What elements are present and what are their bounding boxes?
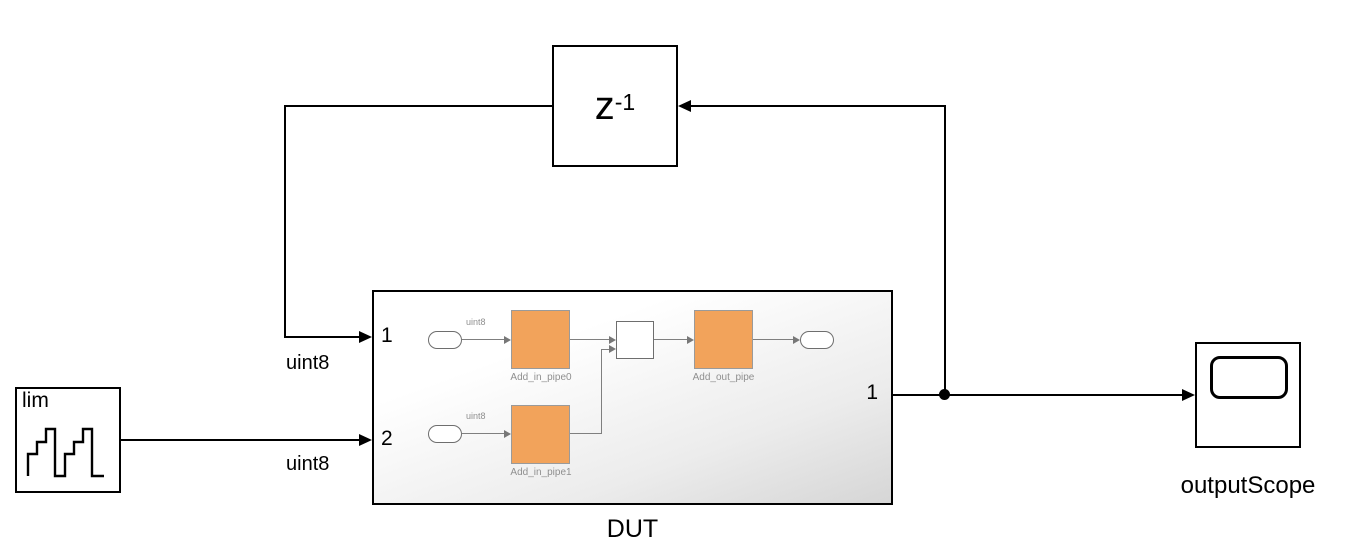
scope-block[interactable] (1195, 342, 1301, 448)
unit-delay-exponent-label: -1 (614, 88, 636, 115)
dut-port-in2-number: 2 (381, 427, 393, 450)
wire-dut-to-scope[interactable] (893, 394, 1183, 396)
inner-signal-label-2: uint8 (466, 411, 486, 421)
add-out-pipe-block (694, 310, 753, 369)
wire-delay-out-bottom[interactable] (284, 336, 360, 338)
scope-name-label[interactable]: outputScope (1180, 472, 1316, 499)
add-in-pipe0-block (511, 310, 570, 369)
inner-arrowhead-adder-in2 (609, 345, 616, 353)
inner-wire-pipe1-right (570, 433, 602, 434)
signal-type-label-in2: uint8 (286, 453, 330, 475)
outport-oval-icon (800, 331, 834, 349)
signal-type-label-in1: uint8 (286, 352, 330, 374)
inner-wire-to-outport (753, 339, 793, 340)
unit-delay-block[interactable]: z-1 (552, 45, 678, 167)
inner-wire-in1 (462, 339, 504, 340)
dut-port-out1-number: 1 (866, 381, 878, 404)
inport1-oval-icon (428, 331, 462, 349)
inner-signal-label-1: uint8 (466, 317, 486, 327)
add-out-pipe-label: Add_out_pipe (692, 372, 755, 383)
wire-delay-out-top[interactable] (285, 105, 553, 107)
inner-wire-adder-out (654, 339, 687, 340)
counter-lim-label: lim (22, 389, 49, 412)
dut-port-in1-number: 1 (381, 324, 393, 347)
inport2-oval-icon (428, 425, 462, 443)
arrowhead-scope-in (1182, 389, 1195, 401)
inner-arrowhead-pipe1 (504, 430, 511, 438)
add-in-pipe1-label: Add_in_pipe1 (510, 467, 572, 478)
inner-wire-pipe1-up (601, 349, 602, 434)
inner-wire-pipe1-to-adder (601, 349, 609, 350)
inner-arrowhead-pipe0 (504, 336, 511, 344)
counter-waveform-icon (26, 427, 104, 478)
inner-wire-pipe0-to-adder (570, 339, 609, 340)
adder-block (616, 321, 654, 359)
wire-counter-to-dut[interactable] (120, 439, 362, 441)
wire-feedback-vertical[interactable] (944, 105, 946, 396)
scope-screen-icon (1210, 356, 1288, 399)
arrowhead-dut-in1 (359, 331, 372, 343)
add-in-pipe0-label: Add_in_pipe0 (510, 372, 572, 383)
arrowhead-delay-in (678, 100, 691, 112)
unit-delay-base-label: z (594, 83, 615, 128)
dut-name-label[interactable]: DUT (606, 515, 659, 543)
arrowhead-dut-in2 (359, 434, 372, 446)
wire-delay-out-vertical[interactable] (284, 105, 286, 338)
inner-wire-in2 (462, 433, 504, 434)
counter-limited-block[interactable]: lim (15, 387, 121, 493)
add-in-pipe1-block (511, 405, 570, 464)
inner-arrowhead-outport (793, 336, 800, 344)
inner-arrowhead-adder-in1 (609, 336, 616, 344)
junction-dot (939, 389, 950, 400)
inner-arrowhead-outpipe (687, 336, 694, 344)
wire-feedback-top[interactable] (691, 105, 945, 107)
